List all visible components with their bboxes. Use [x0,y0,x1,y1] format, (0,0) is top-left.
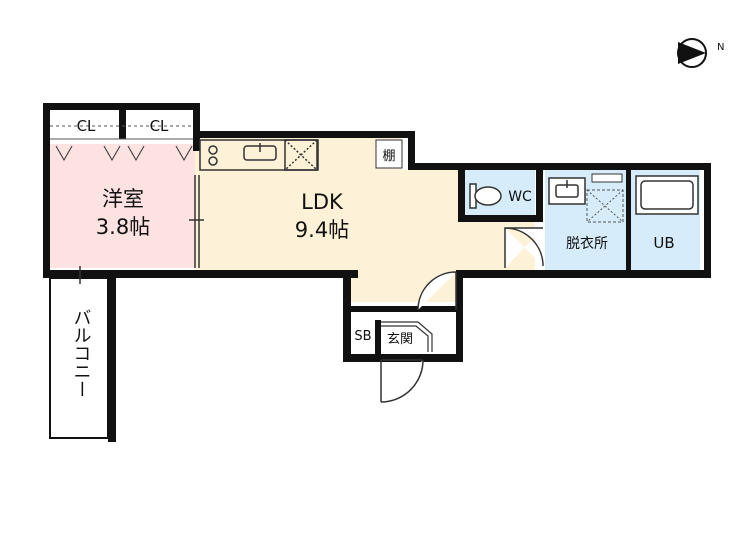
kitchen-counter [199,139,319,171]
bedroom-sliding-door [189,175,204,268]
bedroom-name: 洋室 [102,187,144,211]
toilet-icon [469,183,502,209]
shelf-label: 棚 [382,149,395,164]
front-door [380,359,424,403]
sb-label: SB [354,329,371,344]
genkan-step [381,321,433,352]
closet-door-marks [55,145,193,162]
shelf-box [375,139,403,169]
ldk-size: 9.4帖 [295,218,349,242]
washing-machine-space [586,189,624,223]
ldk-floor [195,138,535,302]
dressing-shelf [591,173,623,183]
dressing-label: 脱衣所 [566,236,608,252]
closet-1-label: CL [77,117,96,135]
genkan-label: 玄関 [387,332,413,347]
walls [43,103,711,442]
ldk-entry-door [417,271,457,311]
bedroom-floor [50,144,195,268]
ub-label: UB [653,234,674,252]
bathtub-icon [635,175,699,215]
washbasin-icon [548,177,586,205]
closet-shelves [50,125,193,140]
closet-2-label: CL [150,117,169,135]
balcony-label: バルコニー [71,308,92,398]
north-letter: N [717,42,724,53]
bedroom-size: 3.8帖 [96,215,150,239]
compass-icon: N [677,38,724,68]
ldk-name: LDK [301,190,344,214]
wc-door-swing [504,227,544,268]
wc-label: WC [508,189,532,205]
